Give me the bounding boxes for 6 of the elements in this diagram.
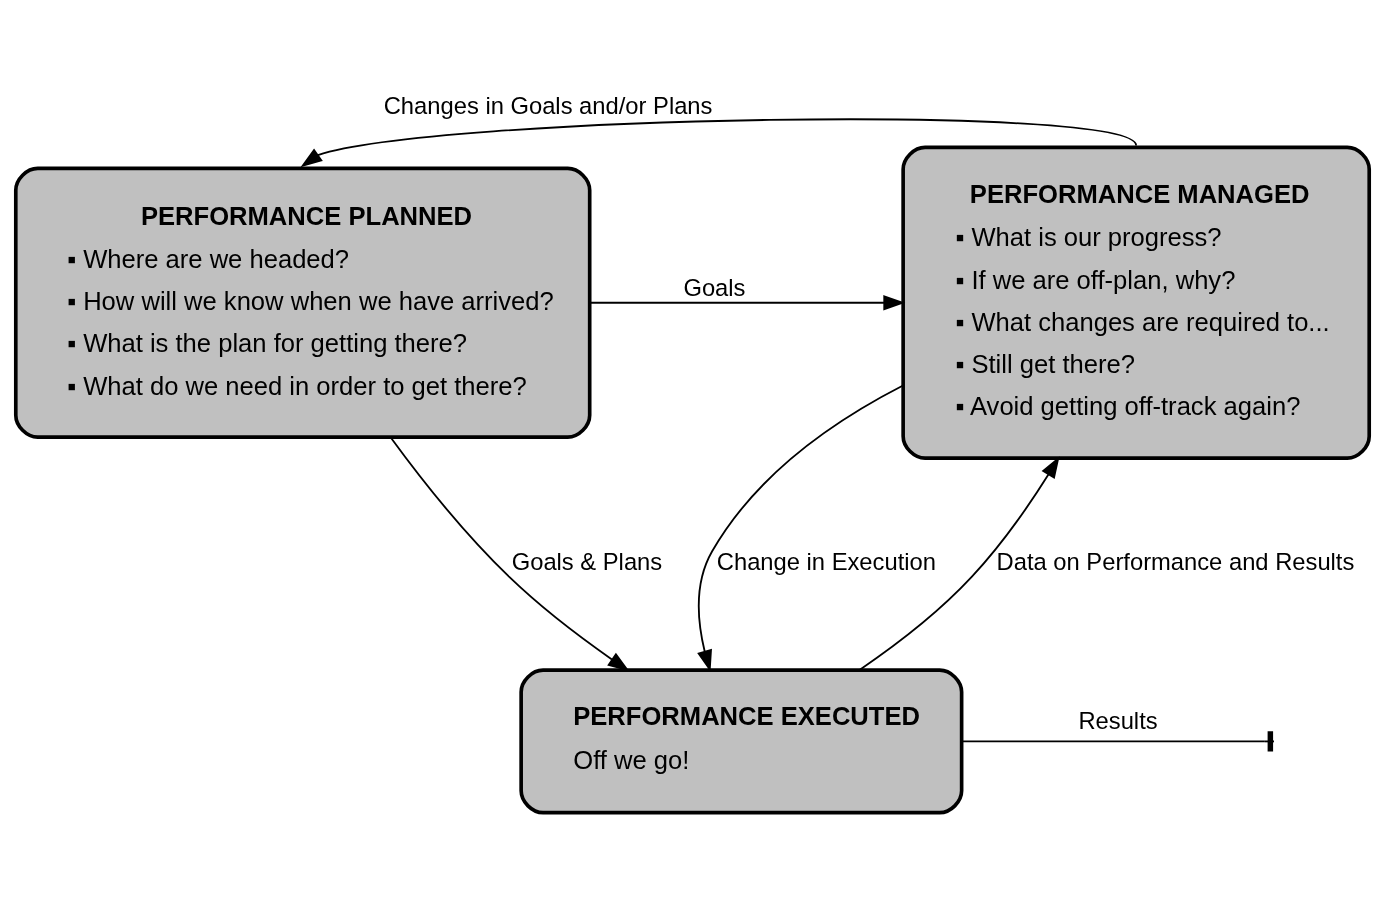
edge-label: Change in Execution — [716, 548, 936, 576]
edge-label: Goals — [683, 274, 746, 302]
edge-label: Results — [1078, 707, 1158, 735]
edge-label: Changes in Goals and/or Plans — [383, 92, 713, 120]
edge-label: Goals & Plans — [511, 548, 663, 576]
edge-label: Data on Performance and Results — [996, 548, 1355, 576]
